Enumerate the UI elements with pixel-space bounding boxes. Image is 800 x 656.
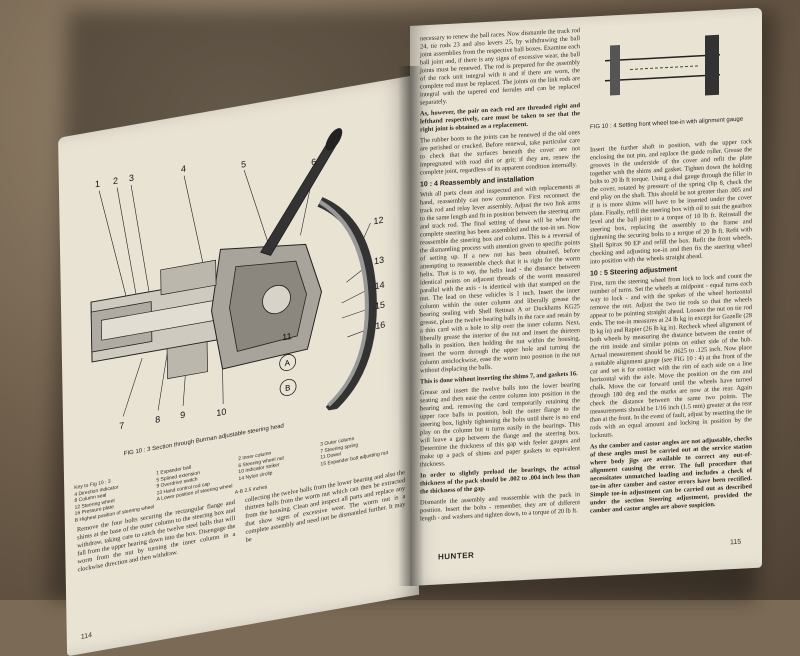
callout-8: 8 bbox=[155, 414, 160, 425]
right-col2: Insert the further shaft in position, wi… bbox=[590, 138, 752, 518]
right-page: necessary to renew the ball races. Now d… bbox=[410, 7, 762, 586]
open-book: A B 1 2 3 4 5 6 12 13 14 15 16 7 8 9 10 … bbox=[58, 6, 762, 656]
callout-6: 6 bbox=[311, 157, 316, 168]
right-col1: necessary to renew the ball races. Now d… bbox=[420, 27, 580, 526]
position-b-marker bbox=[279, 378, 297, 396]
callout-14: 14 bbox=[374, 280, 384, 292]
callout-9: 9 bbox=[180, 410, 185, 421]
paragraph-bold: As the camber and castor angles are not … bbox=[590, 435, 752, 515]
page-number-left: 114 bbox=[80, 632, 93, 641]
callout-12: 12 bbox=[373, 215, 383, 227]
callout-7: 7 bbox=[119, 420, 124, 431]
book-gutter bbox=[398, 66, 424, 586]
indicator-lever bbox=[260, 139, 338, 256]
paragraph: Grease and insert the twelve balls into … bbox=[420, 381, 580, 469]
paragraph: The rubber boots to the joints can be re… bbox=[420, 129, 580, 177]
svg-text:A: A bbox=[285, 358, 291, 368]
steering-wheel-rim bbox=[317, 197, 377, 415]
callout-10: 10 bbox=[216, 406, 226, 418]
paragraph: First, turn the steering wheel from lock… bbox=[590, 272, 752, 440]
wheel bbox=[705, 34, 719, 96]
paragraph: With all parts clean and inspected and w… bbox=[420, 183, 580, 375]
paragraph: Dismantle the assembly and reassemble wi… bbox=[420, 491, 580, 523]
paragraph: necessary to renew the ball races. Now d… bbox=[420, 27, 580, 107]
alignment-gauge-diagram bbox=[590, 18, 740, 122]
callout-15: 15 bbox=[375, 300, 385, 312]
svg-text:B: B bbox=[285, 383, 290, 393]
steering-head-diagram: A B 1 2 3 4 5 6 12 13 14 15 16 7 8 9 10 … bbox=[90, 128, 385, 431]
left-page: A B 1 2 3 4 5 6 12 13 14 15 16 7 8 9 10 … bbox=[58, 76, 420, 656]
callout-4: 4 bbox=[181, 163, 186, 174]
callout-3: 3 bbox=[129, 173, 134, 184]
callout-5: 5 bbox=[241, 159, 246, 170]
callout-2: 2 bbox=[113, 175, 118, 186]
paragraph: Insert the further shaft in position, wi… bbox=[590, 138, 752, 266]
book-title-footer: HUNTER bbox=[438, 550, 475, 562]
callout-1: 1 bbox=[95, 179, 100, 190]
page-number-right: 115 bbox=[730, 538, 742, 547]
callout-11: 11 bbox=[282, 331, 292, 343]
callout-13: 13 bbox=[374, 255, 384, 267]
position-a-marker bbox=[279, 354, 297, 372]
callout-16: 16 bbox=[375, 319, 385, 331]
